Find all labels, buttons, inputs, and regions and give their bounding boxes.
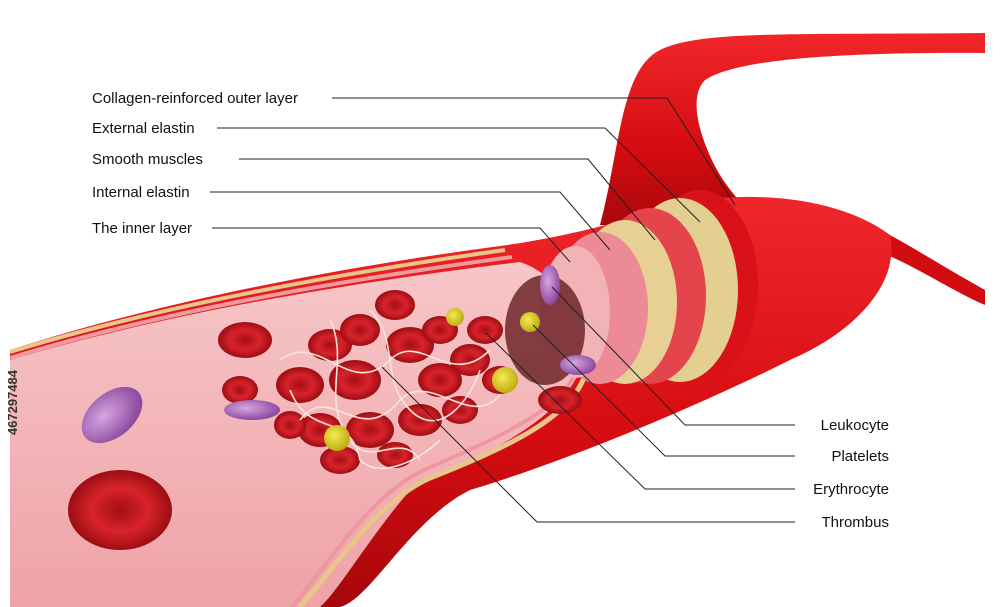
clot-rbc [320, 446, 360, 474]
leader-smooth-muscles [239, 158, 656, 241]
clot-rbc [276, 367, 324, 403]
clot-rbc [398, 404, 442, 436]
vessel-branch [875, 230, 985, 305]
label-erythrocyte: Erythrocyte [813, 481, 889, 498]
leukocyte-cell [81, 386, 143, 444]
clot-rbc [274, 411, 306, 439]
clot-rbc [346, 412, 394, 448]
leader-erythrocyte [485, 332, 795, 490]
leukocyte-cell [540, 265, 560, 305]
thrombus-clump [274, 290, 518, 474]
leader-inner-layer [212, 227, 571, 263]
clot-rbc [375, 290, 415, 320]
label-internal-elastin: Internal elastin [92, 184, 190, 201]
leukocyte-cell [560, 355, 596, 375]
platelet-cell [446, 308, 464, 326]
platelet-cell [492, 367, 518, 393]
stock-id-text: 467297484 [5, 370, 20, 436]
leader-leukocyte [551, 286, 795, 426]
fibrin-strand [329, 319, 421, 461]
clot-rbc [340, 314, 380, 346]
leukocytes [81, 265, 596, 444]
platelet-cell [324, 425, 350, 451]
vessel-tail [600, 33, 985, 230]
rbc [538, 386, 582, 414]
wall-edge-stripe-inner [9, 255, 513, 360]
label-leukocyte: Leukocyte [821, 417, 889, 434]
label-thrombus: Thrombus [821, 514, 889, 531]
leader-external-elastin [217, 127, 701, 223]
clot-rbc [329, 360, 381, 400]
label-collagen: Collagen-reinforced outer layer [92, 90, 298, 107]
label-external-elastin: External elastin [92, 120, 195, 137]
clot-rbc [377, 442, 413, 468]
label-platelets: Platelets [831, 448, 889, 465]
wall-edge-stripe-outer [9, 248, 506, 354]
platelets-group [324, 308, 540, 451]
fibrin-strand [289, 389, 441, 470]
leader-internal-elastin [210, 191, 611, 251]
clot-rbc [450, 344, 490, 376]
rbc [467, 316, 503, 344]
leukocyte-cell [224, 400, 280, 420]
leader-platelets [532, 324, 795, 457]
rbc [222, 376, 258, 404]
label-smooth-muscles: Smooth muscles [92, 151, 203, 168]
lumen-shadow [505, 275, 585, 385]
rbc [68, 470, 172, 550]
clot-rbc [418, 363, 462, 397]
leader-thrombus [381, 366, 795, 523]
clot-rbc [308, 329, 352, 361]
fibrin-strand [299, 390, 501, 421]
erythrocytes-free [68, 316, 582, 550]
fibrin-strand [369, 309, 481, 422]
clot-rbc [442, 396, 478, 424]
rbc [218, 322, 272, 358]
label-inner-layer: The inner layer [92, 220, 192, 237]
leader-collagen [332, 97, 736, 206]
